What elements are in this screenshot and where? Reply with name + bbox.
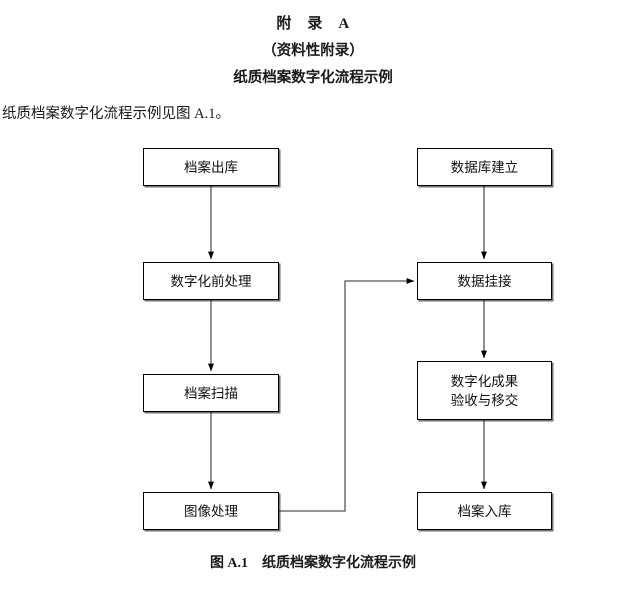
flow-node-tuxiang[interactable]: 图像处理	[143, 492, 279, 530]
flow-node-rutang[interactable]: 档案入库	[417, 492, 552, 530]
intro-paragraph: 纸质档案数字化流程示例见图 A.1。	[2, 106, 230, 122]
flow-node-label: 数据挂接	[457, 273, 512, 289]
flow-node-guajie[interactable]: 数据挂接	[417, 262, 552, 300]
flow-node-chudang[interactable]: 档案出库	[143, 148, 279, 186]
flow-node-label-line1: 数字化成果	[450, 373, 519, 389]
flow-node-label-line2: 验收与移交	[450, 392, 519, 408]
figure-caption: 图 A.1 纸质档案数字化流程示例	[209, 556, 417, 571]
flow-node-saomiao[interactable]: 档案扫描	[143, 374, 279, 412]
flow-node-label: 档案入库	[457, 503, 512, 519]
flow-node-label: 图像处理	[184, 503, 238, 519]
edge-tuxiang-to-guajie	[279, 278, 415, 512]
flow-node-yanshou[interactable]: 数字化成果 验收与移交	[417, 361, 552, 420]
flow-node-label: 数据库建立	[450, 159, 519, 175]
flow-node-shujuku[interactable]: 数据库建立	[417, 148, 552, 186]
flow-node-label: 数字化前处理	[170, 273, 252, 289]
flow-node-label: 档案扫描	[184, 385, 238, 401]
flow-node-label: 档案出库	[184, 159, 238, 175]
flow-node-yuchuli[interactable]: 数字化前处理	[143, 262, 279, 300]
appendix-topic-line: 纸质档案数字化流程示例	[233, 70, 393, 86]
appendix-heading: 附 录 A （资料性附录） 纸质档案数字化流程示例	[0, 14, 626, 88]
appendix-subtitle-line: （资料性附录）	[262, 43, 364, 59]
appendix-title-line: 附 录 A	[276, 16, 350, 32]
